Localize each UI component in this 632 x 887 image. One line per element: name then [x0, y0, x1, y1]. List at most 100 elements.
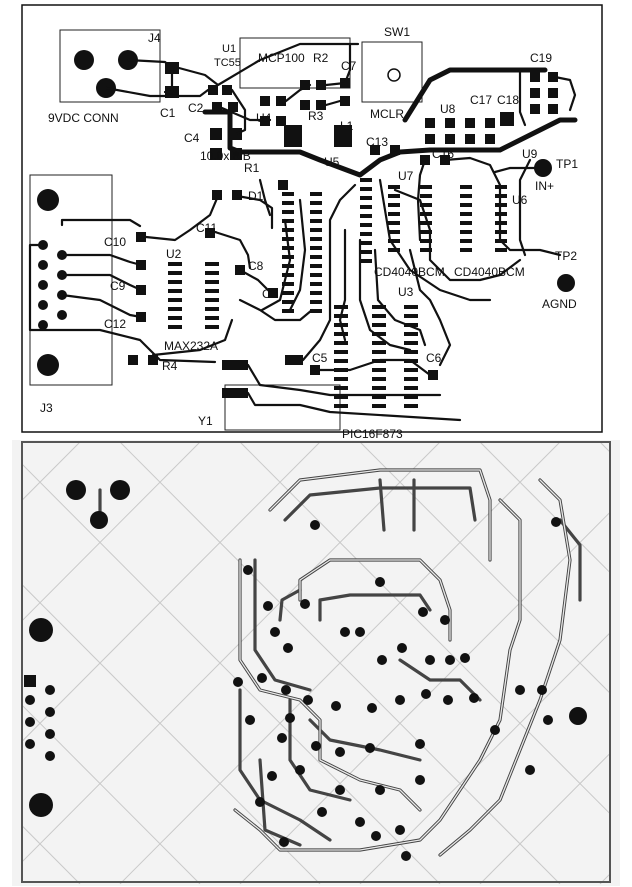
label-mcp100: MCP100 — [258, 51, 305, 65]
ic-pin — [388, 203, 400, 207]
ic-pin — [360, 223, 372, 227]
ic-pin — [310, 201, 322, 205]
via — [233, 677, 243, 687]
via — [277, 733, 287, 743]
label-c4: C4 — [184, 131, 200, 145]
ic-pin — [460, 221, 472, 225]
label-u7: U7 — [398, 169, 414, 183]
ic-pin — [388, 230, 400, 234]
via — [375, 577, 385, 587]
via — [335, 785, 345, 795]
ic-pin — [404, 341, 418, 345]
ic-pin — [388, 194, 400, 198]
label-u8: U8 — [440, 102, 456, 116]
label-sw1: SW1 — [384, 25, 410, 39]
ic-pin — [282, 255, 294, 259]
ic-pin — [420, 221, 432, 225]
via — [551, 517, 561, 527]
ic-pin — [282, 273, 294, 277]
via — [440, 615, 450, 625]
ic-pin — [205, 280, 219, 284]
label-r1: R1 — [244, 161, 260, 175]
via — [525, 765, 535, 775]
ic-pin — [360, 187, 372, 191]
ic-pin — [282, 192, 294, 196]
ic-pin — [404, 332, 418, 336]
top-panel-border — [21, 4, 603, 433]
label-c7: C7 — [341, 59, 357, 73]
via — [397, 643, 407, 653]
ic-pin — [282, 219, 294, 223]
ic-pin — [282, 210, 294, 214]
via — [375, 785, 385, 795]
ic-pin — [388, 185, 400, 189]
label-c13: C13 — [366, 135, 388, 149]
bottom-pads — [24, 480, 587, 817]
label-c10: C10 — [104, 235, 126, 249]
ic-pin — [168, 298, 182, 302]
ic-pin — [404, 386, 418, 390]
label-r4: R4 — [162, 359, 178, 373]
ic-pin — [460, 185, 472, 189]
tp1-pad — [534, 159, 552, 177]
label-c3: C3 — [262, 287, 278, 301]
label-agnd: AGND — [542, 297, 577, 311]
via — [331, 701, 341, 711]
ic-pin — [388, 212, 400, 216]
label-c18: C18 — [497, 93, 519, 107]
ic-pin — [205, 271, 219, 275]
via — [310, 520, 320, 530]
label-c2: C2 — [188, 101, 204, 115]
ic-pin — [372, 386, 386, 390]
ic-pin — [168, 289, 182, 293]
via — [255, 797, 265, 807]
ic-pin — [205, 289, 219, 293]
label-pic-partial: PIC16F873 — [342, 427, 403, 441]
bottom-traces-inner — [234, 469, 571, 856]
label-c5: C5 — [312, 351, 328, 365]
via — [537, 685, 547, 695]
ic-pin — [334, 377, 348, 381]
ic-pin — [168, 307, 182, 311]
ic-pin — [372, 323, 386, 327]
label-tp1: TP1 — [556, 157, 578, 171]
via — [355, 817, 365, 827]
top-traces — [28, 42, 578, 422]
ic-pin — [205, 325, 219, 329]
ic-pin — [310, 237, 322, 241]
ic-pin — [334, 305, 348, 309]
ic-pin — [460, 248, 472, 252]
via — [279, 837, 289, 847]
label-j3: J3 — [40, 401, 53, 415]
label-u6: U6 — [512, 193, 528, 207]
via — [415, 775, 425, 785]
ic-pin — [420, 194, 432, 198]
ic-pin — [420, 230, 432, 234]
label-c11: C11 — [196, 221, 217, 235]
via — [295, 765, 305, 775]
ic-pin — [310, 192, 322, 196]
label-c16: C16 — [432, 147, 454, 161]
ic-pin — [460, 230, 472, 234]
ic-pin — [310, 309, 322, 313]
label-c1: C1 — [160, 106, 176, 120]
ic-pin — [420, 212, 432, 216]
via — [257, 673, 267, 683]
label-cd4040-2: CD4040BCM — [454, 265, 525, 279]
ic-pin — [310, 228, 322, 232]
label-c9: C9 — [110, 279, 126, 293]
ic-pin — [404, 314, 418, 318]
label-u5: U5 — [324, 155, 340, 169]
via — [421, 689, 431, 699]
ic-pin — [372, 341, 386, 345]
ic-pin — [310, 264, 322, 268]
ic-pin — [360, 259, 372, 263]
bottom-vias — [233, 517, 561, 861]
ic-pin — [404, 395, 418, 399]
label-r2: R2 — [313, 51, 329, 65]
ic-pin — [310, 282, 322, 286]
via — [543, 715, 553, 725]
ic-pin — [460, 239, 472, 243]
ic-pin — [372, 314, 386, 318]
label-cd4040-1: CD4040BCM — [374, 265, 445, 279]
